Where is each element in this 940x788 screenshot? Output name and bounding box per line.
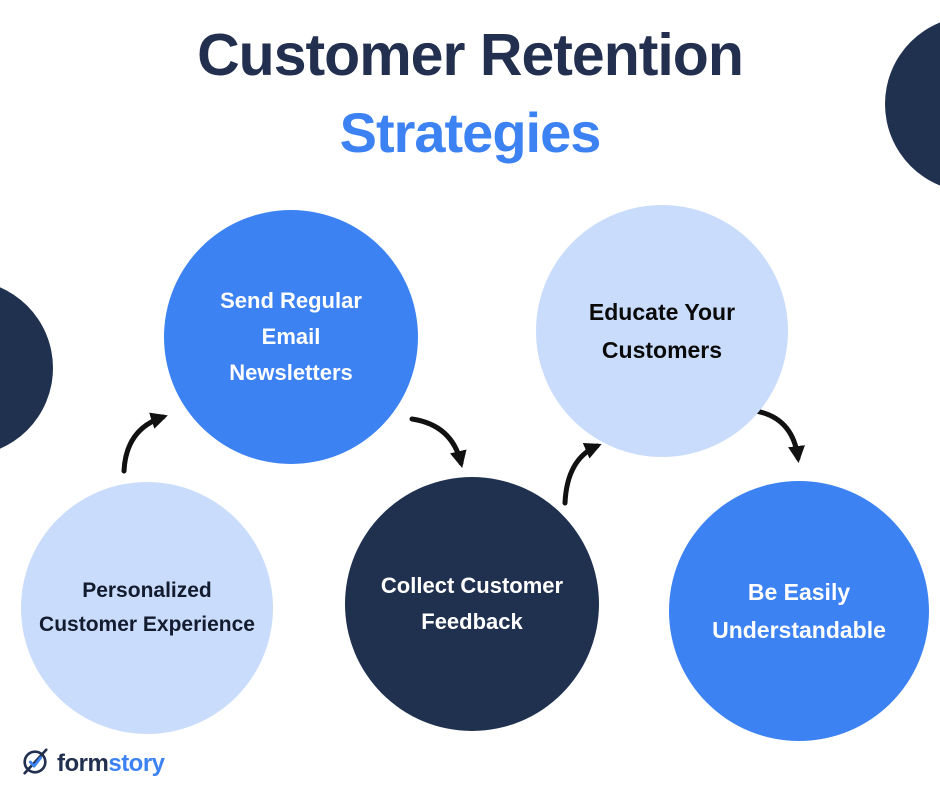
node-send-regular-email-newsletters: Send Regular Email Newsletters bbox=[164, 210, 418, 464]
arrow-newsletters-to-feedback bbox=[409, 416, 467, 468]
node-label: Be Easily Understandable bbox=[712, 573, 886, 649]
title-line-2: Strategies bbox=[339, 101, 602, 164]
decorative-circle-left bbox=[0, 280, 53, 456]
node-label: Collect Customer Feedback bbox=[381, 568, 563, 640]
node-label-line: Customer Experience bbox=[39, 613, 255, 636]
formstory-check-icon bbox=[20, 746, 50, 781]
node-collect-customer-feedback: Collect Customer Feedback bbox=[345, 477, 599, 731]
page-title: Customer Retention Strategies bbox=[0, 26, 940, 161]
brand-wordmark: formstory bbox=[57, 750, 165, 778]
arrow-educate-to-understandable bbox=[753, 408, 805, 464]
node-label: Send Regular Email Newsletters bbox=[220, 283, 362, 391]
brand-name-part2: story bbox=[108, 749, 165, 777]
node-label-line: Educate Your bbox=[588, 299, 736, 325]
brand-name-part1: form bbox=[57, 749, 109, 777]
arrow-feedback-to-educate bbox=[562, 442, 602, 506]
node-label: Personalized Customer Experience bbox=[39, 574, 255, 642]
node-label-line: Collect Customer bbox=[380, 573, 564, 598]
arrow-personalized-to-newsletters bbox=[121, 412, 168, 474]
node-educate-your-customers: Educate Your Customers bbox=[536, 205, 788, 457]
node-label-line: Understandable bbox=[712, 617, 886, 643]
title-line-1: Customer Retention bbox=[197, 22, 744, 88]
node-label-line: Customers bbox=[601, 337, 723, 363]
node-label-line: Email bbox=[261, 324, 321, 349]
node-label-line: Send Regular bbox=[220, 288, 362, 313]
node-label-line: Newsletters bbox=[229, 360, 353, 385]
node-personalized-customer-experience: Personalized Customer Experience bbox=[21, 482, 273, 734]
brand-logo: formstory bbox=[20, 746, 165, 781]
node-be-easily-understandable: Be Easily Understandable bbox=[669, 481, 929, 741]
node-label-line: Feedback bbox=[421, 609, 523, 634]
node-label-line: Be Easily bbox=[747, 579, 851, 605]
node-label: Educate Your Customers bbox=[589, 293, 735, 369]
node-label-line: Personalized bbox=[82, 579, 212, 602]
